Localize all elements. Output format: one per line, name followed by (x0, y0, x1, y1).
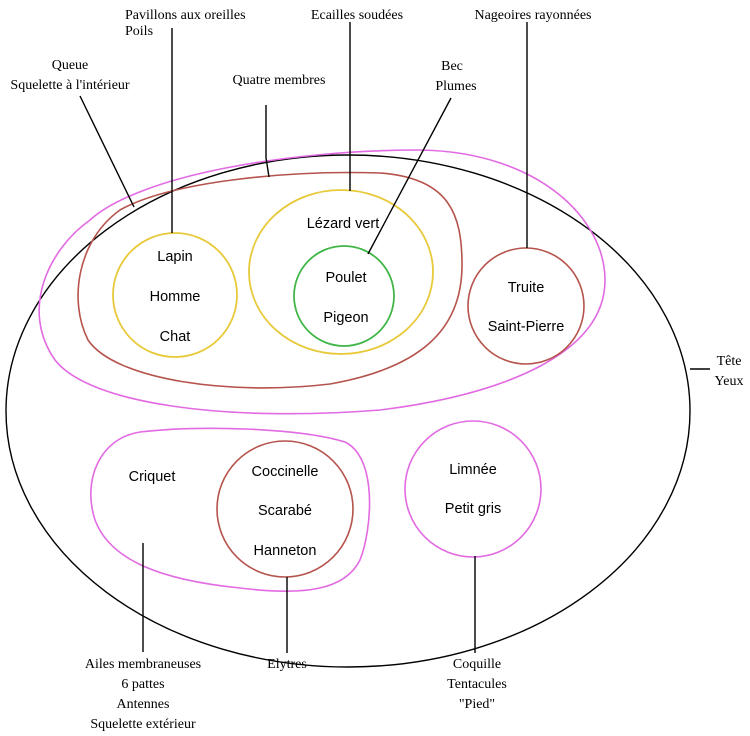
char-bec: Bec (441, 59, 463, 74)
char-squelette-exterieur: Squelette extérieur (90, 717, 196, 732)
char-queue: Queue (52, 58, 89, 73)
char-antennes: Antennes (117, 697, 170, 712)
tetrapods-set (77, 171, 463, 389)
char-pavillons: Pavillons aux oreilles (125, 8, 246, 23)
member-criquet: Criquet (129, 469, 176, 485)
char-plumes: Plumes (435, 79, 476, 94)
sauropsids-set (248, 189, 434, 355)
member-truite: Truite (508, 280, 545, 296)
member-limnee: Limnée (449, 462, 497, 478)
char-squelette-interieur: Squelette à l'intérieur (10, 78, 129, 93)
connector-bec (367, 97, 452, 255)
char-membres: Quatre membres (233, 73, 326, 88)
char-6-pattes: 6 pattes (121, 677, 164, 692)
char-elytres: Elytres (267, 657, 307, 672)
fish-set (467, 247, 585, 365)
beetles-set (216, 440, 354, 578)
mammals-set (112, 232, 238, 358)
birds-set (293, 245, 395, 347)
member-saint-pierre: Saint-Pierre (488, 319, 565, 335)
member-coccinelle: Coccinelle (252, 464, 319, 480)
char-pied: "Pied" (459, 697, 495, 712)
char-yeux: Yeux (715, 374, 744, 389)
vertebrates-set (38, 149, 606, 415)
member-lezard-vert: Lézard vert (307, 216, 380, 232)
char-coquille: Coquille (453, 657, 501, 672)
member-lapin: Lapin (157, 249, 192, 265)
char-poils: Poils (125, 24, 153, 39)
member-petit-gris: Petit gris (445, 501, 501, 517)
insects-set (90, 427, 371, 593)
char-ailes: Ailes membraneuses (85, 657, 201, 672)
member-pigeon: Pigeon (323, 310, 368, 326)
connector-queue (79, 95, 135, 208)
member-homme: Homme (150, 289, 201, 305)
char-tentacules: Tentacules (447, 677, 507, 692)
connector-membres (265, 105, 270, 178)
char-ecailles: Ecailles soudées (311, 8, 403, 23)
member-hanneton: Hanneton (254, 543, 317, 559)
char-nageoires: Nageoires rayonnées (474, 8, 591, 23)
char-tete: Tête (717, 354, 742, 369)
outer-ellipse-all-animals (5, 154, 691, 668)
member-chat: Chat (160, 329, 191, 345)
member-scarabe: Scarabé (258, 503, 312, 519)
molluscs-set (404, 420, 542, 558)
member-poulet: Poulet (325, 270, 366, 286)
